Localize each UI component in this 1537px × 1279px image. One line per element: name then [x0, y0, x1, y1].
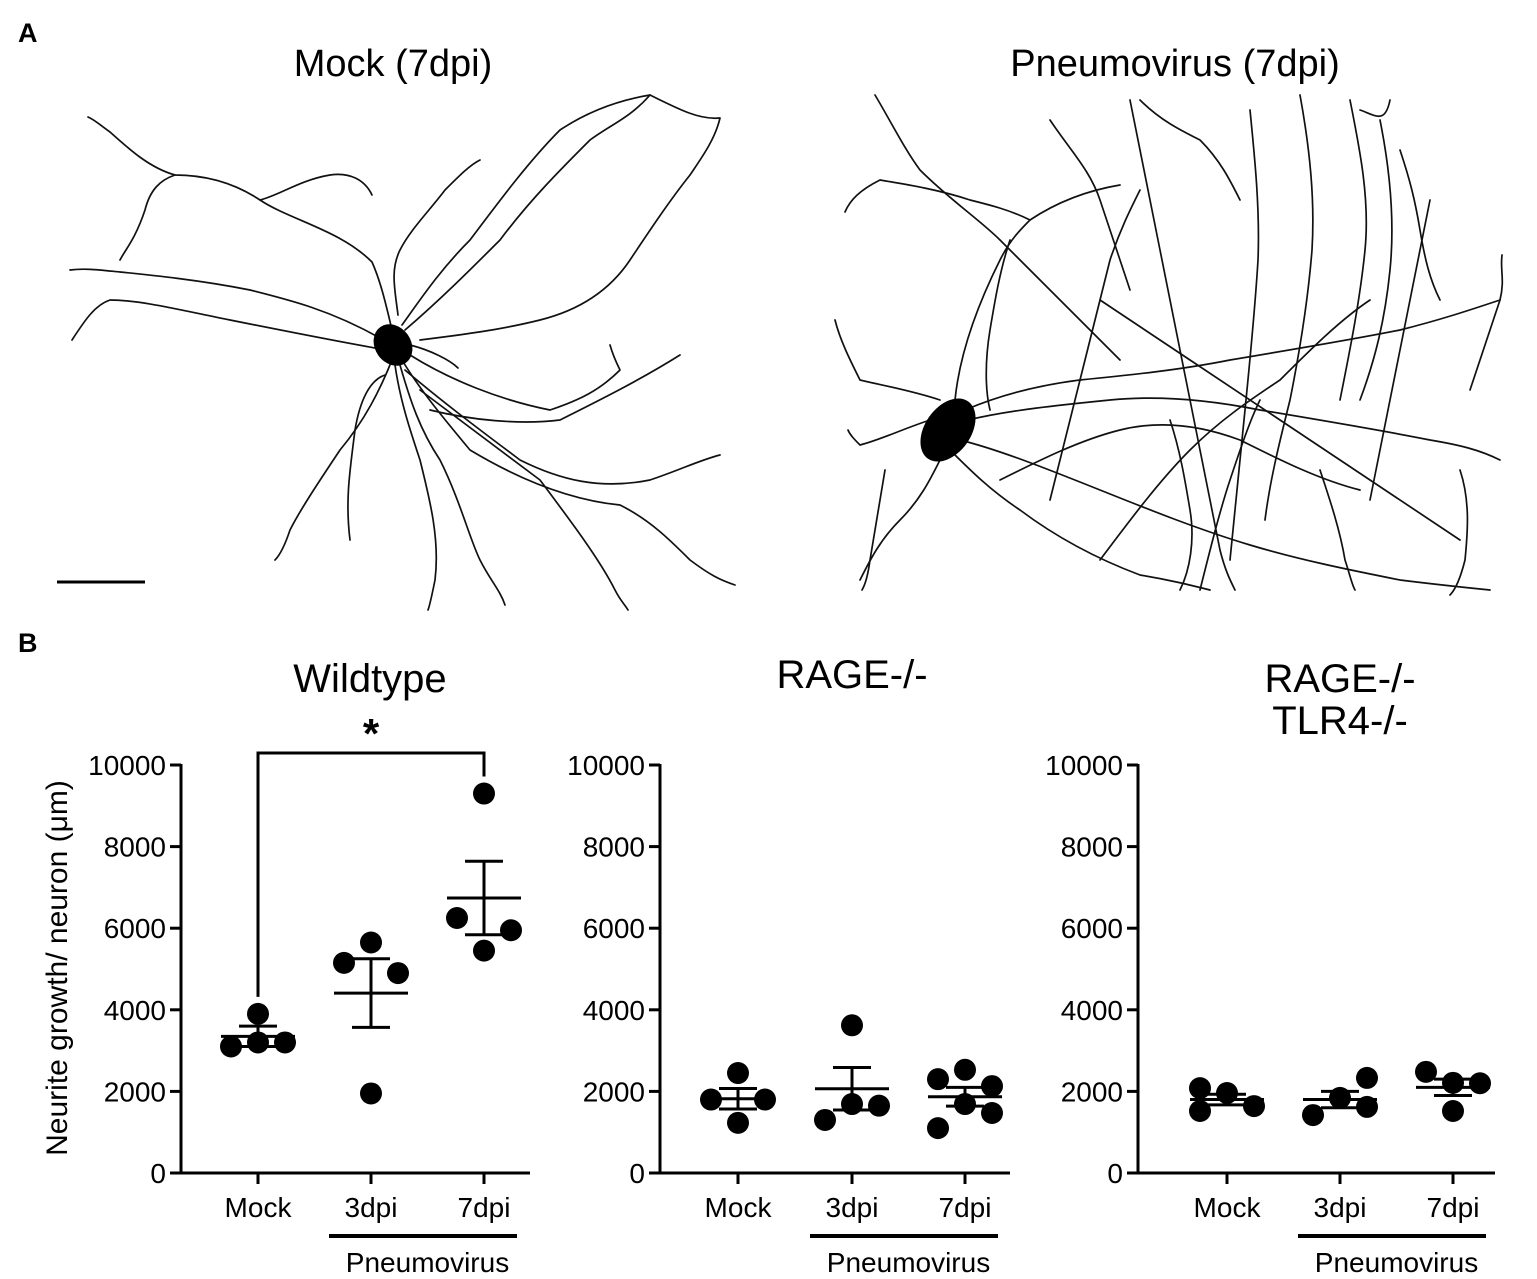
pneumovirus-image-title: Pneumovirus (7dpi) [1010, 43, 1339, 85]
x-tick-label: Mock [225, 1192, 293, 1223]
y-tick-label: 6000 [104, 913, 166, 944]
y-tick-label: 4000 [583, 995, 645, 1026]
y-tick-label: 6000 [1061, 913, 1123, 944]
data-point [927, 1068, 949, 1091]
data-point [954, 1058, 976, 1081]
significance-bracket [256, 751, 486, 997]
y-tick-label: 10000 [88, 750, 166, 781]
x-tick-label: 3dpi [345, 1192, 398, 1223]
data-point [727, 1062, 749, 1085]
y-tick-label: 0 [150, 1158, 166, 1189]
x-tick-label: 7dpi [1427, 1192, 1480, 1223]
x-tick-label: Mock [705, 1192, 773, 1223]
data-point [333, 951, 355, 974]
data-point [1469, 1072, 1491, 1095]
x-tick-label: 3dpi [1314, 1192, 1367, 1223]
y-axis-label: Neurite growth/ neuron (μm) [41, 780, 74, 1156]
data-point [446, 907, 468, 929]
chart-title: RAGE-/- [1264, 657, 1415, 701]
data-point [247, 1002, 269, 1025]
data-point [360, 1082, 382, 1105]
y-tick-label: 8000 [1061, 832, 1123, 863]
y-tick-label: 4000 [1061, 995, 1123, 1026]
x-tick-label: 7dpi [458, 1192, 511, 1223]
y-tick-label: 0 [1107, 1158, 1123, 1189]
data-point [1415, 1060, 1437, 1083]
data-point [1189, 1099, 1211, 1122]
panel-b-label: B [18, 628, 38, 658]
neuron-tracing-pneumovirus [834, 94, 1504, 596]
panel-a: A Mock (7dpi) Pneumovirus (7dpi) [18, 18, 1504, 611]
y-tick-label: 10000 [1045, 750, 1123, 781]
mock-image-title: Mock (7dpi) [294, 43, 493, 85]
data-point [841, 1014, 863, 1037]
data-point [814, 1108, 836, 1131]
data-point [500, 919, 522, 942]
significance-asterisk: * [363, 710, 380, 757]
group-label: Pneumovirus [827, 1247, 990, 1278]
y-tick-label: 8000 [104, 832, 166, 863]
y-tick-label: 2000 [583, 1076, 645, 1107]
y-tick-label: 8000 [583, 832, 645, 863]
dot-plot-3: RAGE-/-TLR4-/- 0 2000 4000 6000 8000 10000Mock… [1045, 657, 1495, 1278]
data-point [1189, 1077, 1211, 1100]
data-point [1356, 1095, 1378, 1118]
data-point [981, 1075, 1003, 1098]
x-tick-label: 7dpi [939, 1192, 992, 1223]
y-tick-label: 6000 [583, 913, 645, 944]
data-point [387, 962, 409, 985]
data-point [360, 931, 382, 954]
chart-title: RAGE-/- [776, 653, 927, 697]
x-tick-label: 3dpi [826, 1192, 879, 1223]
neuron-tracing-mock [69, 94, 736, 611]
data-point [1302, 1104, 1324, 1127]
data-point [727, 1111, 749, 1134]
data-point [473, 782, 495, 805]
data-point [868, 1094, 890, 1117]
data-point [274, 1031, 296, 1054]
y-tick-label: 4000 [104, 995, 166, 1026]
y-tick-label: 2000 [1061, 1076, 1123, 1107]
chart-title: Wildtype [293, 657, 446, 701]
y-tick-label: 0 [629, 1158, 645, 1189]
data-point [981, 1102, 1003, 1125]
y-tick-label: 2000 [104, 1076, 166, 1107]
panel-a-label: A [18, 18, 38, 48]
data-point [1442, 1099, 1464, 1122]
data-point [473, 939, 495, 962]
chart-title: TLR4-/- [1272, 699, 1408, 743]
group-label: Pneumovirus [1315, 1247, 1478, 1278]
x-tick-label: Mock [1194, 1192, 1262, 1223]
data-point [927, 1117, 949, 1140]
data-point [220, 1035, 242, 1058]
y-tick-label: 10000 [567, 750, 645, 781]
data-point [1356, 1066, 1378, 1089]
group-label: Pneumovirus [346, 1247, 509, 1278]
